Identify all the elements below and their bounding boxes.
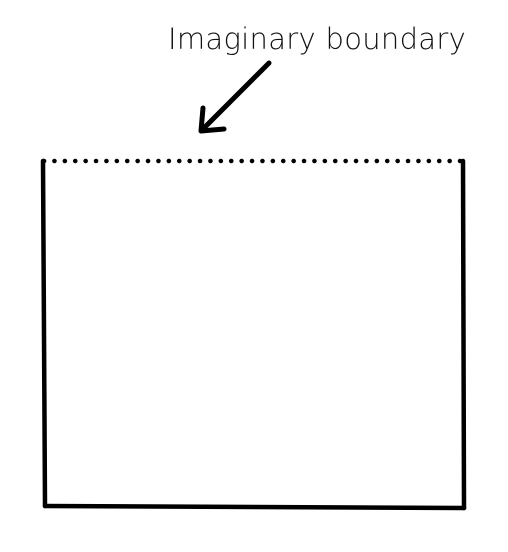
bottom-wall-line: [42, 503, 467, 511]
arrow-icon: [198, 60, 272, 134]
left-wall-line: [40, 158, 48, 509]
right-wall-line: [460, 158, 467, 511]
boundary-annotation-label: Imaginary boundary: [168, 22, 467, 56]
